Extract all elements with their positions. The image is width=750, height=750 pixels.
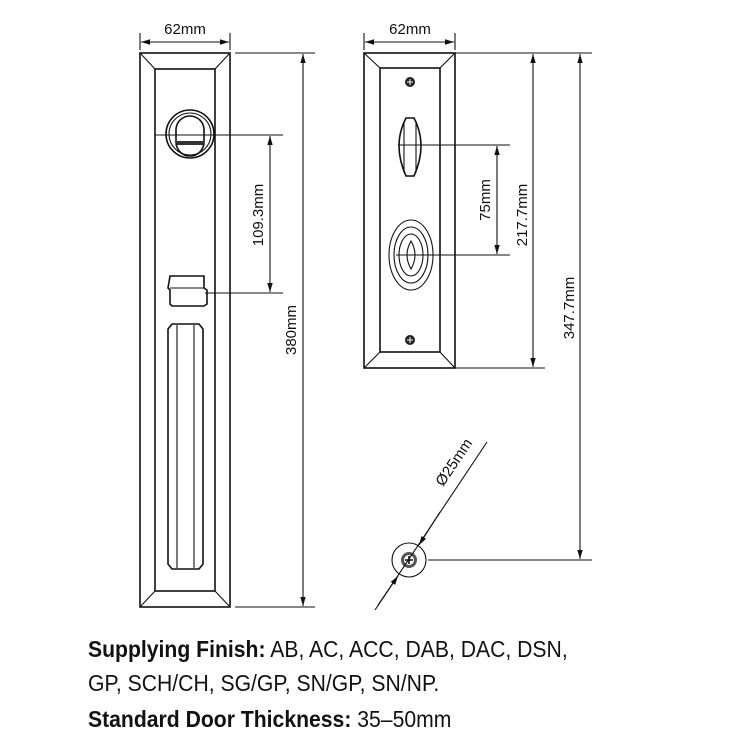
finish-line-2: GP, SCH/CH, SG/GP, SN/GP, SN/NP. — [88, 670, 439, 697]
finish-label: Supplying Finish: — [88, 636, 266, 662]
right-escutcheon-plate — [363, 52, 456, 369]
finish-values-1: AB, AC, ACC, DAB, DAC, DSN, — [270, 636, 568, 662]
plate-height-label: 217.7mm — [514, 184, 531, 247]
left-height-label: 380mm — [283, 305, 300, 355]
handle-grip — [167, 323, 204, 570]
right-width-label: 62mm — [389, 21, 431, 38]
right-spacing-label: 75mm — [477, 179, 494, 221]
screw-icon — [405, 77, 415, 87]
left-spacing-label: 109.3mm — [250, 184, 267, 247]
thickness-label: Standard Door Thickness: — [88, 706, 352, 732]
key-cylinder — [165, 109, 215, 159]
rosette-diameter-label: Ø25mm — [432, 436, 476, 490]
thickness-value: 35–50mm — [357, 706, 452, 732]
finish-values-2: GP, SCH/CH, SG/GP, SN/GP, SN/NP. — [88, 670, 440, 696]
total-height-label: 347.7mm — [561, 277, 578, 340]
screw-icon — [405, 335, 415, 345]
left-width-label: 62mm — [164, 21, 206, 38]
left-escutcheon-plate — [139, 52, 231, 608]
right-dimensions — [363, 33, 592, 561]
lever-turn — [398, 117, 422, 177]
diameter-leader — [374, 441, 488, 611]
left-dimensions — [139, 33, 315, 608]
thickness-line: Standard Door Thickness: 35–50mm — [88, 706, 451, 733]
small-rosette — [391, 542, 427, 578]
finish-line-1: Supplying Finish: AB, AC, ACC, DAB, DAC,… — [88, 636, 568, 663]
thumb-turn — [167, 275, 208, 307]
